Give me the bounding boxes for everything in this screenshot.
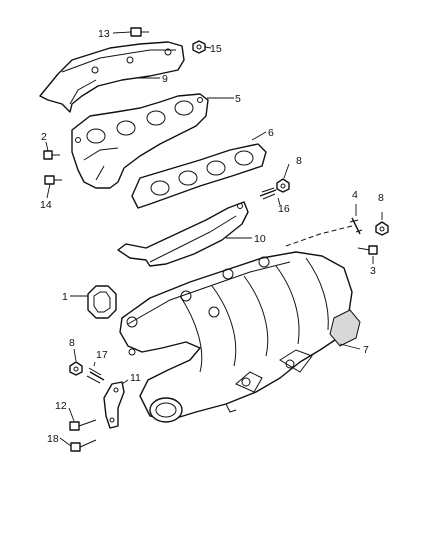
callout-10: 10: [254, 233, 266, 245]
callout-7: 7: [363, 344, 369, 356]
callout-11: 11: [130, 372, 141, 384]
part-2-stud: [43, 150, 60, 160]
callout-16: 16: [278, 203, 290, 215]
callout-3: 3: [370, 265, 376, 277]
part-13-bolt: [130, 27, 149, 37]
part-1-gasket: [87, 285, 117, 319]
callout-8c: 8: [69, 337, 75, 349]
callout-15: 15: [210, 43, 222, 55]
callout-1: 1: [62, 291, 68, 303]
attach-line: [285, 225, 353, 247]
part-4-stud: [349, 217, 363, 235]
callout-4: 4: [352, 189, 358, 201]
part-3-bolt: [357, 245, 378, 255]
part-15-nut: [192, 40, 206, 54]
part-16-stud: [259, 187, 277, 200]
callout-13: 13: [98, 28, 110, 40]
callout-6: 6: [268, 127, 274, 139]
part-11-bracket: [103, 381, 125, 429]
callout-8b: 8: [378, 192, 384, 204]
callout-17: 17: [96, 349, 108, 361]
part-10-heat-shield: [117, 201, 249, 267]
callout-labels: 13 15 9 5 2 6 14 8 16 4 8 10 3 1 7 8 17 …: [40, 28, 384, 445]
callout-5: 5: [235, 93, 241, 105]
part-8-nut-b: [375, 221, 389, 236]
part-7-intake-manifold: [119, 251, 361, 423]
part-8-nut-c: [69, 361, 83, 376]
callout-2: 2: [41, 131, 47, 143]
callout-9: 9: [162, 73, 168, 85]
part-17-stud: [86, 367, 105, 384]
callout-8a: 8: [296, 155, 302, 167]
part-14-nut: [44, 175, 62, 185]
callout-12: 12: [55, 400, 67, 412]
part-12-bolt: [69, 419, 97, 431]
part-18-bolt: [70, 439, 97, 452]
part-8-nut-a: [276, 178, 290, 193]
part-5-exhaust-manifold: [71, 93, 209, 189]
callout-18: 18: [47, 433, 59, 445]
part-6-exhaust-gasket: [131, 143, 267, 209]
part-9-heat-shield: [39, 41, 185, 113]
callout-14: 14: [40, 199, 52, 211]
leader-lines: [45, 31, 383, 447]
